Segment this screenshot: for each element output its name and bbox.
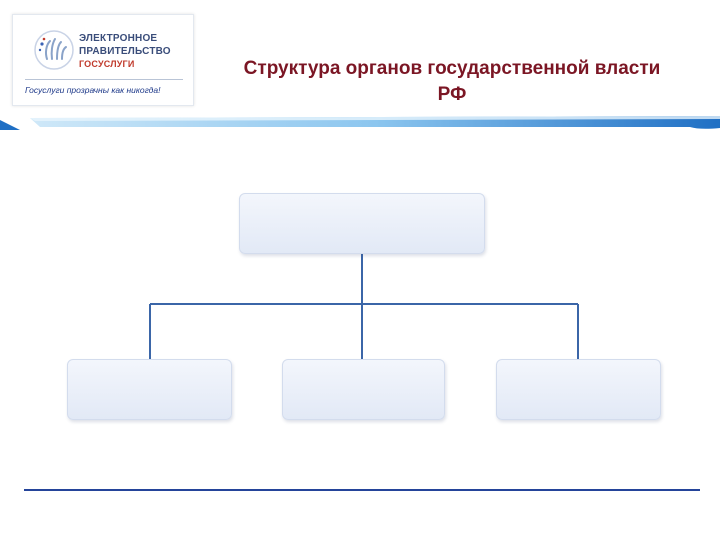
- logo-slogan: Госуслуги прозрачны как никогда!: [25, 85, 161, 95]
- org-box-child-3: [496, 359, 661, 420]
- header-band: [0, 116, 720, 130]
- footer-divider: [24, 489, 700, 491]
- gosuslugi-logo: ЭЛЕКТРОННОЕ ПРАВИТЕЛЬСТВО ГОСУСЛУГИ Госу…: [12, 14, 194, 106]
- slide-title: Структура органов государственной власти…: [243, 58, 661, 105]
- logo-text-line1: ЭЛЕКТРОННОЕ: [79, 33, 158, 44]
- logo-text-line3: ГОСУСЛУГИ: [79, 59, 135, 69]
- org-box-root: [239, 193, 485, 254]
- org-box-child-1: [67, 359, 232, 420]
- logo-divider: [25, 79, 183, 80]
- org-box-child-2: [282, 359, 445, 420]
- logo-text-line2: ПРАВИТЕЛЬСТВО: [79, 46, 171, 57]
- hand-emblem-icon: [34, 30, 74, 70]
